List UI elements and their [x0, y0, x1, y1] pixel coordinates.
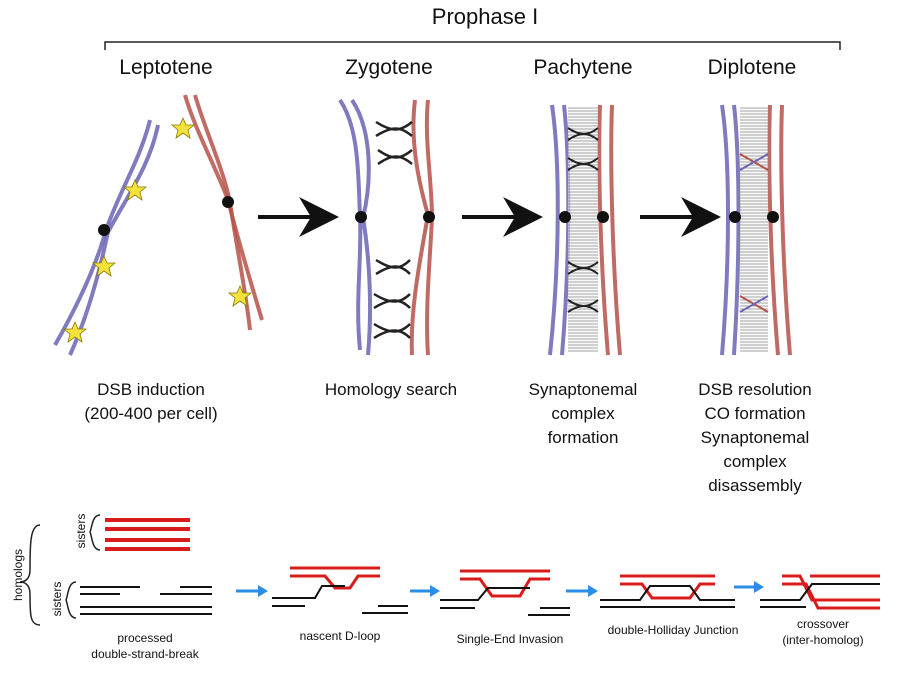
star-icon — [227, 284, 253, 307]
zygotene-red-homolog — [409, 99, 435, 356]
sisters-bracket-bottom — [65, 581, 77, 619]
zygotene-synapsis-links — [373, 120, 413, 340]
leptotene-red-homolog — [183, 94, 264, 331]
stage-label-pachytene: Pachytene — [533, 56, 633, 79]
star-icon — [91, 254, 117, 277]
dsb-stars — [62, 116, 253, 343]
star-icon — [170, 116, 196, 139]
prophase-bracket — [104, 41, 841, 50]
prophase-title: Prophase I — [431, 4, 539, 29]
step-label-double-holliday-junction: double-Holliday Junction — [607, 623, 739, 637]
stage-label-leptotene: Leptotene — [119, 56, 213, 79]
caption-leptotene: DSB induction(200-400 per cell) — [84, 380, 218, 423]
diplotene-complex — [720, 104, 792, 356]
caption-zygotene: Homology search — [324, 380, 458, 399]
sisters-label-bottom: sisters — [50, 581, 64, 617]
step-crossover — [760, 574, 880, 610]
homologs-label: homologs — [11, 548, 25, 602]
sisters-label-top: sisters — [74, 513, 88, 549]
step-single-end-invasion — [440, 569, 570, 616]
step-processed-dsb — [80, 518, 212, 615]
step-label-nascent-d-loop: nascent D-loop — [299, 629, 381, 643]
step-label-single-end-invasion: Single-End Invasion — [456, 632, 564, 646]
star-icon — [62, 320, 88, 343]
step-double-holliday-junction — [600, 574, 735, 608]
pachytene-complex — [548, 104, 622, 356]
star-icon — [122, 178, 148, 201]
leptotene-blue-homolog — [53, 119, 160, 356]
sisters-bracket-top — [89, 514, 101, 551]
homologs-bracket — [19, 524, 41, 626]
zygotene-blue-homolog — [338, 98, 373, 356]
step-nascent-d-loop — [272, 566, 408, 614]
step-label-crossover: crossover(inter-homolog) — [782, 617, 864, 647]
stage-label-zygotene: Zygotene — [345, 56, 433, 79]
stage-label-diplotene: Diplotene — [707, 56, 797, 79]
